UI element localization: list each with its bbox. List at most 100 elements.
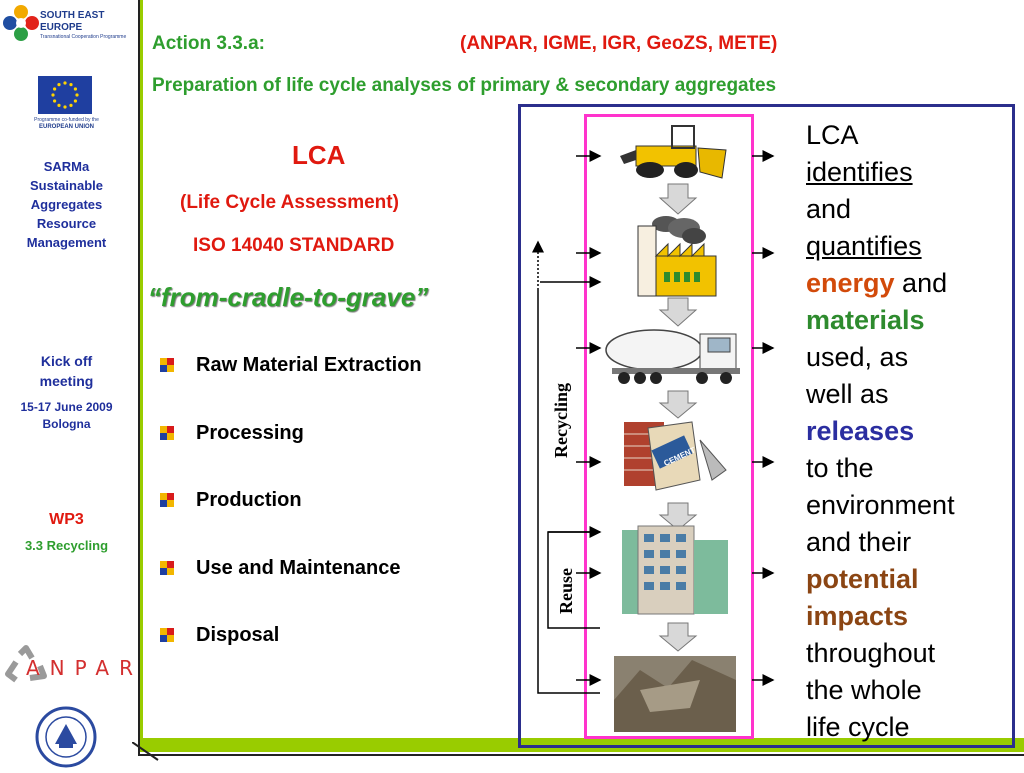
description-line: quantifies (806, 228, 955, 265)
stage-label: Raw Material Extraction (196, 354, 422, 376)
partners-list: (ANPAR, IGME, IGR, GeoZS, METE) (460, 33, 778, 54)
description-line: environment (806, 487, 955, 524)
bullet-icon (160, 426, 174, 440)
project-line-1: SARMa (43, 159, 90, 174)
description-word: impacts (806, 601, 909, 631)
anpar-logo: ANPAR (4, 644, 133, 692)
sidebar: SOUTH EAST EUROPE Transnational Cooperat… (0, 0, 133, 768)
lca-motto: “from-cradle-to-grave” (148, 282, 429, 312)
stage-label: Disposal (196, 624, 280, 646)
project-line-5: Management (26, 235, 107, 250)
project-name: SARMa Sustainable Aggregates Resource Ma… (0, 157, 133, 252)
description-line: identifies (806, 154, 955, 191)
recycle-icon (5, 645, 47, 683)
frame-bottom-line (138, 754, 1024, 756)
seal-icon (35, 706, 97, 768)
meeting-date: 15-17 June 2009 Bologna (0, 399, 133, 433)
project-line-3: Aggregates (30, 197, 103, 212)
description-line: energy and (806, 265, 955, 302)
lca-title: LCA (292, 140, 346, 170)
description-word: life cycle (806, 712, 910, 742)
description-word: potential (806, 564, 919, 594)
bullet-icon (160, 493, 174, 507)
description-word: quantifies (806, 231, 922, 261)
lifecycle-diagram: CEMENT Recycling Reuse (532, 125, 775, 732)
description-word: throughout (806, 638, 936, 668)
lca-full-name: (Life Cycle Assessment) (180, 192, 399, 213)
stage-item: Raw Material Extraction (160, 354, 422, 377)
description-word: and (806, 194, 852, 224)
description-tail: and (894, 268, 948, 298)
logo-line-1: SOUTH EAST (40, 10, 105, 21)
factory-icon (637, 216, 717, 297)
stage-item: Production (160, 489, 302, 512)
description-word: energy (806, 268, 895, 298)
slide-subtitle: Preparation of life cycle analyses of pr… (152, 75, 777, 96)
bullet-icon (160, 628, 174, 642)
description-word: the whole (806, 675, 922, 705)
meeting-line-1: Kick off (40, 353, 93, 369)
wp-title: WP3 (49, 511, 84, 528)
see-programme-logo: SOUTH EAST EUROPE Transnational Cooperat… (2, 2, 132, 50)
description-line: to the (806, 450, 955, 487)
eu-stars-icon (51, 81, 79, 109)
description-word: identifies (806, 157, 913, 187)
description-line: LCA (806, 117, 955, 154)
description-line: the whole (806, 672, 955, 709)
frame-corner-fold (132, 742, 159, 761)
description-line: materials (806, 302, 955, 339)
lca-standard: ISO 14040 STANDARD (193, 235, 395, 256)
project-line-2: Sustainable (30, 178, 103, 193)
star-flower-icon (3, 5, 39, 41)
university-seal (35, 706, 97, 768)
meeting-date-line-1: 15-17 June 2009 (20, 400, 113, 414)
reuse-label: Reuse (556, 568, 576, 614)
stage-label: Production (196, 489, 302, 511)
stage-label: Use and Maintenance (196, 557, 401, 579)
bullet-icon (160, 561, 174, 575)
stage-down-arrows (658, 183, 698, 652)
meeting-line-2: meeting (39, 373, 94, 389)
description-word: well as (806, 379, 889, 409)
description-line: and their (806, 524, 955, 561)
logo-line-3: Transnational Cooperation Programme (40, 34, 127, 40)
stage-item: Use and Maintenance (160, 557, 401, 580)
cement-bag-icon: CEMENT (624, 421, 727, 491)
demolition-rubble-icon (614, 656, 736, 732)
description-line: impacts (806, 598, 955, 635)
action-label: Action 3.3.a: (152, 33, 265, 54)
eu-caption-1: Programme co-funded by the (34, 117, 99, 123)
description-line: and (806, 191, 955, 228)
stage-label: Processing (196, 422, 304, 444)
meeting-date-line-2: Bologna (42, 417, 91, 431)
description-word: materials (806, 305, 925, 335)
description-line: potential (806, 561, 955, 598)
wp-subtitle: 3.3 Recycling (24, 538, 109, 553)
description-word: and their (806, 527, 912, 557)
apartment-building-icon (622, 525, 728, 615)
description-line: releases (806, 413, 955, 450)
flow-arrows (576, 150, 775, 686)
frame-divider (138, 0, 140, 756)
stage-item: Processing (160, 422, 304, 445)
description-line: used, as (806, 339, 955, 376)
lca-diagram-panel (518, 104, 1015, 748)
bullet-icon (160, 358, 174, 372)
description-word: releases (806, 416, 915, 446)
description-word: used, as (806, 342, 909, 372)
stage-item: Disposal (160, 624, 279, 647)
project-line-4: Resource (36, 216, 97, 231)
recycling-loop (532, 240, 602, 694)
anpar-logo-text: ANPAR (26, 656, 144, 680)
meeting-title: Kick off meeting (0, 351, 133, 391)
bulldozer-icon (620, 125, 727, 179)
lifecycle-column (584, 114, 754, 739)
description-word: to the (806, 453, 874, 483)
reuse-loop (547, 526, 602, 629)
recycling-label: Recycling (551, 383, 571, 458)
eu-caption-2: EUROPEAN UNION (38, 124, 94, 130)
description-line: well as (806, 376, 955, 413)
cement-truck-icon (605, 329, 740, 384)
description-line: life cycle (806, 709, 955, 746)
